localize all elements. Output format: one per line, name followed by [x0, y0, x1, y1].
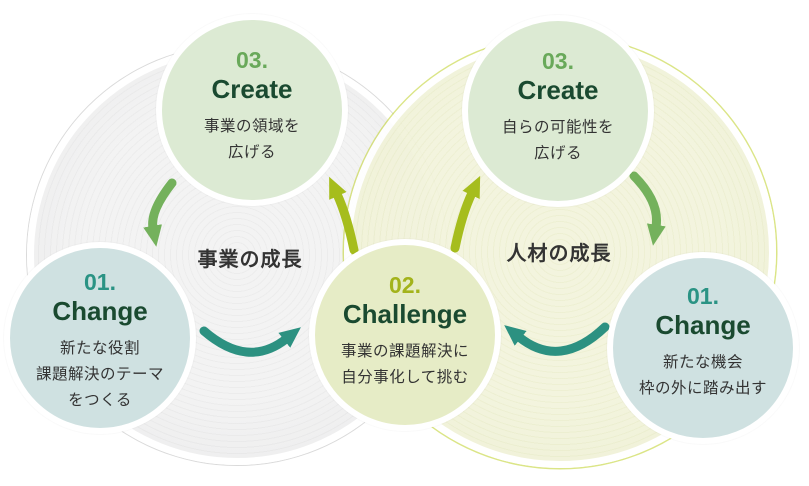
- arrow-business-challenge-to-create: [329, 176, 359, 255]
- step-description: 事業の領域を 広げる: [203, 117, 300, 162]
- arrow-talent-create-to-change: [629, 171, 666, 246]
- step-talent-create: 03. Create 自らの可能性を 広げる: [462, 15, 654, 207]
- step-number: 02.: [389, 272, 421, 298]
- step-number: 01.: [84, 269, 116, 295]
- step-number: 01.: [687, 283, 719, 309]
- step-description: 新たな機会 枠の外に踏み出す: [638, 353, 767, 398]
- step-name: Change: [52, 296, 148, 327]
- arrow-talent-challenge-to-create: [450, 175, 481, 253]
- step-business-change: 01. Change 新たな役割 課題解決のテーマ をつくる: [4, 242, 196, 434]
- talent-growth-label: 人材の成長: [506, 243, 612, 265]
- step-description: 新たな役割 課題解決のテーマ をつくる: [35, 339, 164, 410]
- arrow-business-change-to-challenge: [199, 326, 301, 357]
- step-shared-challenge: 02. Challenge 事業の課題解決に 自分事化して挑む: [309, 239, 501, 431]
- step-description: 事業の課題解決に 自分事化して挑む: [340, 342, 469, 387]
- arrow-business-create-to-change: [143, 178, 177, 247]
- arrow-talent-change-to-challenge: [504, 322, 610, 356]
- step-business-create: 03. Create 事業の領域を 広げる: [156, 14, 348, 206]
- step-number: 03.: [236, 47, 268, 73]
- step-name: Create: [211, 74, 293, 105]
- step-description: 自らの可能性を 広げる: [501, 118, 614, 163]
- step-number: 03.: [542, 48, 574, 74]
- step-name: Create: [517, 75, 599, 106]
- step-talent-change: 01. Change 新たな機会 枠の外に踏み出す: [607, 252, 799, 444]
- step-name: Change: [655, 310, 751, 341]
- step-name: Challenge: [342, 299, 468, 330]
- business-growth-label: 事業の成長: [197, 249, 303, 271]
